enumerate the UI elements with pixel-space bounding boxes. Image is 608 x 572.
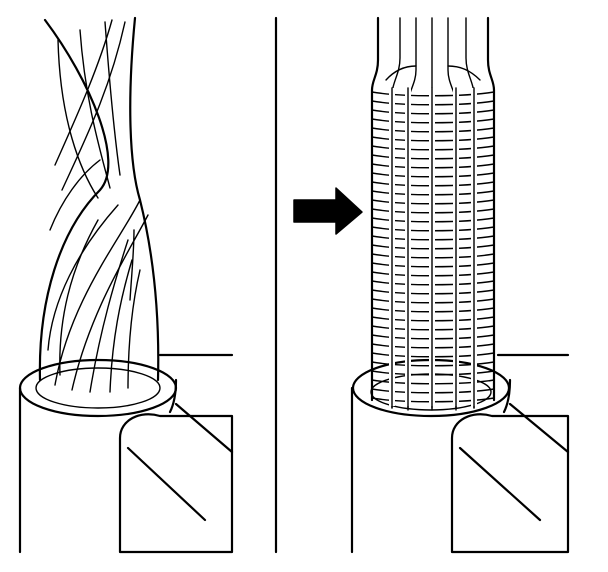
left-lug-bevel — [126, 402, 234, 522]
left-jacket-ring — [18, 358, 178, 418]
left-panel — [18, 16, 234, 554]
right-terminal-lug — [450, 413, 570, 554]
left-terminal-lug — [118, 413, 234, 554]
right-coil-wrap — [371, 87, 495, 409]
right-lug-bevel — [458, 402, 570, 522]
right-panel — [350, 16, 570, 554]
left-jacket-inner-ring — [35, 367, 161, 409]
left-twisted-strands — [38, 16, 160, 393]
right-arrow-icon — [293, 187, 363, 235]
right-jacket-outline — [350, 378, 512, 554]
